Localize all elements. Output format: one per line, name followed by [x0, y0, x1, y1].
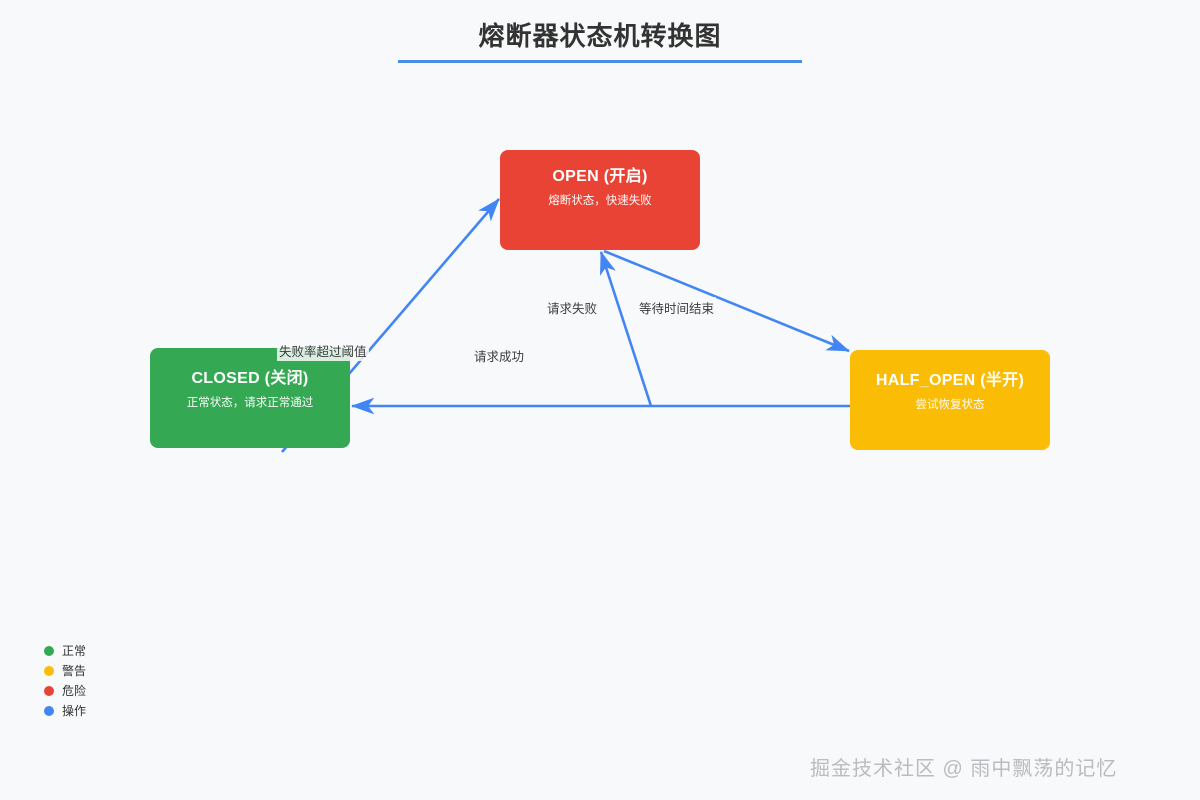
edge-label-request-failed: 请求失败	[545, 297, 600, 318]
edge-open-to-halfopen	[603, 249, 850, 353]
edge-halfopen-to-open	[599, 251, 653, 407]
watermark: 掘金技术社区 @ 雨中飘荡的记忆	[810, 758, 1118, 780]
legend-item-warning: 警告	[44, 661, 86, 681]
state-node-half-open[interactable]: HALF_OPEN (半开) 尝试恢复状态	[850, 350, 1050, 450]
legend-label-normal: 正常	[62, 644, 87, 658]
state-node-open-title: OPEN (开启)	[552, 168, 648, 186]
legend-label-danger: 危险	[62, 684, 87, 698]
edge-label-failure-threshold: 失败率超过阈值	[277, 340, 369, 361]
legend-dot-action-icon	[44, 706, 54, 716]
legend-item-normal: 正常	[44, 641, 86, 661]
legend-dot-normal-icon	[44, 646, 54, 656]
legend-item-action: 操作	[44, 701, 86, 721]
state-node-closed[interactable]: CLOSED (关闭) 正常状态，请求正常通过	[150, 348, 350, 448]
edge-label-request-success: 请求成功	[472, 345, 527, 366]
legend-item-danger: 危险	[44, 681, 86, 701]
state-node-open[interactable]: OPEN (开启) 熔断状态，快速失败	[500, 150, 700, 250]
title-underline	[398, 60, 802, 63]
state-node-half-open-subtitle: 尝试恢复状态	[915, 398, 985, 411]
page-title: 熔断器状态机转换图	[478, 21, 722, 51]
legend-label-warning: 警告	[62, 664, 87, 678]
state-node-closed-title: CLOSED (关闭)	[191, 370, 309, 388]
legend: 正常 警告 危险 操作	[44, 641, 86, 721]
state-node-open-subtitle: 熔断状态，快速失败	[548, 194, 652, 207]
state-node-half-open-title: HALF_OPEN (半开)	[875, 372, 1025, 390]
edge-label-wait-timeout: 等待时间结束	[637, 297, 717, 318]
legend-dot-danger-icon	[44, 686, 54, 696]
legend-label-action: 操作	[62, 704, 87, 718]
state-node-closed-subtitle: 正常状态，请求正常通过	[186, 396, 314, 409]
legend-dot-warning-icon	[44, 666, 54, 676]
